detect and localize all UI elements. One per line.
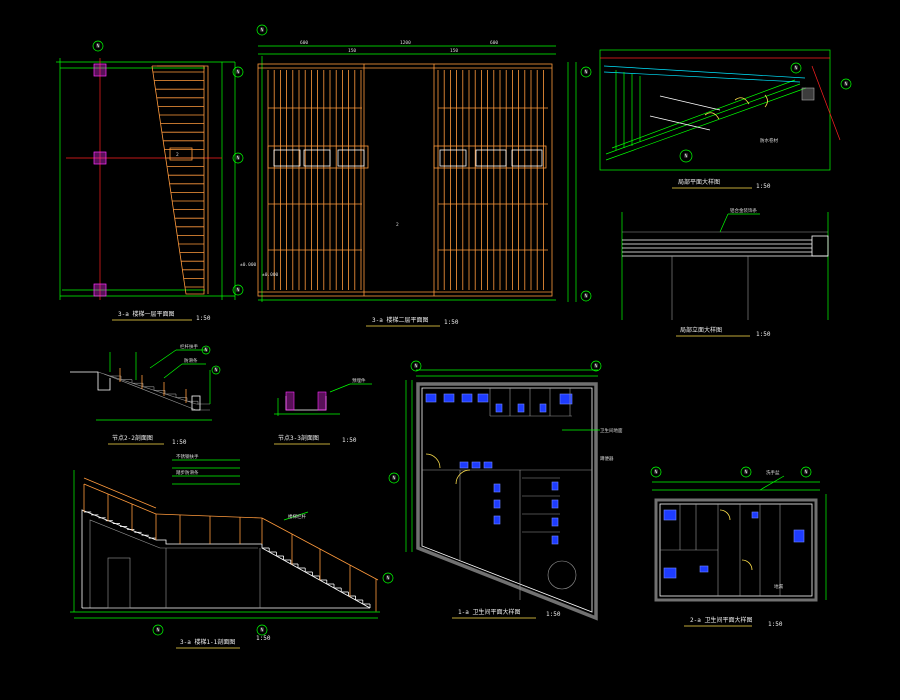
axis-bubble: N [794,66,797,72]
annotation: 踏步防滑条 [176,469,199,476]
axis-bubble: N [392,476,395,482]
wash-basin [483,461,493,469]
wash-basin [471,461,481,469]
drawing-title: 局部平面大样图 [678,178,720,186]
dimension-text: 600 [490,40,498,46]
annotation: 楼梯栏杆 [288,513,306,520]
axis-bubble: N [584,70,587,76]
axis-bubble: N [386,576,389,582]
drawing-title: 3-a 楼梯一层平面图 [118,310,174,318]
annotation: 防滑条 [184,357,198,364]
drawing-toilet-plan-1: 卫生间地面 蹲便器 N N N 1-a 卫生间平面大样图 1:50 [388,360,623,621]
annotation: 洗手盆 [766,469,780,476]
dimension-text: 1200 [400,40,411,46]
landing-label: 2 [176,152,179,158]
drawing-scale: 1:50 [546,611,561,618]
axis-bubble: N [156,628,159,634]
handrail [155,513,263,519]
axis-bubble: N [744,470,747,476]
landing-label: 2 [396,222,399,228]
axis-bubble: N [804,470,807,476]
drawing-scale: 1:50 [756,183,771,190]
drawing-scale: 1:50 [444,319,459,326]
axis-bubble: N [654,470,657,476]
wash-basin [517,403,525,413]
drawing-local-elevation: 铝合金装饰条 局部立面大样图 1:50 [621,207,829,338]
urinal-fixture [477,393,489,403]
annotation: 地漏 [774,583,783,590]
drawing-title: 节点3-3剖面图 [278,434,319,442]
level-label: ±0.000 [240,262,257,268]
dimension-text: 150 [450,48,458,54]
drawing-title: 1-a 卫生间平面大样图 [458,608,520,616]
drawing-section-2-2: 栏杆扶手 防滑条 N N 节点2-2剖面图 1:50 [70,343,221,446]
annotation: 防水卷材 [760,137,778,144]
urinal-fixture [443,393,455,403]
dimension-text: 600 [300,40,308,46]
toilet-fixture [551,499,559,509]
axis-bubble: N [204,348,207,354]
drawing-scale: 1:50 [342,437,357,444]
wash-basin [459,461,469,469]
drawing-title: 节点2-2剖面图 [112,434,153,442]
axis-bubble: N [594,364,597,370]
wash-basin [495,403,503,413]
drawing-title: 3-a 楼梯1-1剖面图 [180,638,235,646]
drawing-scale: 1:50 [768,621,783,628]
urinal-fixture [461,393,473,403]
axis-bubble: N [96,44,99,50]
drawing-scale: 1:50 [756,331,771,338]
axis-bubble: N [260,28,263,34]
wash-basin [751,511,759,519]
annotation: 卫生间地面 [600,427,623,434]
annotation: 不锈钢扶手 [176,453,199,460]
annotation: 栏杆扶手 [180,343,198,350]
drawing-toilet-plan-2: 洗手盆 地漏 N N N 2-a 卫生间平面大样图 1:50 [650,466,827,628]
axis-bubble: N [260,628,263,634]
axis-bubble: N [236,156,239,162]
annotation: 蹲便器 [600,455,614,462]
toilet-fixture [551,481,559,491]
axis-bubble: N [236,288,239,294]
drawing-stair-plan-2: 600 1200 600 150 150 2 ±0.000 N N N 3-a [256,24,592,327]
drawing-scale: 1:50 [172,439,187,446]
dimension-text: 150 [348,48,356,54]
sink-fixture [663,509,677,521]
drawing-stair-plan-1: 2 ±0.000 N N N N 3-a 楼梯一层平面图 1:50 [56,40,257,322]
toilet-fixture [551,517,559,527]
toilet-fixture [493,483,501,493]
drawing-title: 3-a 楼梯二层平面图 [372,316,428,324]
wash-basin [539,403,547,413]
axis-bubble: N [844,82,847,88]
drawing-scale: 1:50 [256,635,271,642]
drawing-scale: 1:50 [196,315,211,322]
annotation: 铝合金装饰条 [730,207,757,214]
drawing-title: 局部立面大样图 [680,326,722,334]
toilet-fixture [551,535,559,545]
wash-basin [699,565,709,573]
axis-bubble: N [684,154,687,160]
urinal-fixture [425,393,437,403]
drawing-section-1-1: 不锈钢扶手 踏步防滑条 楼梯栏杆 N N N 3-a 楼梯1-1剖面图 1:50 [70,453,394,649]
drawing-section-3-3: 预埋件 节点3-3剖面图 1:50 [274,377,372,445]
handrail [83,477,157,509]
drawing-local-plan-detail: 防水卷材 N N N 局部平面大样图 1:50 [599,49,852,190]
toilet-fixture [793,529,805,543]
level-label: ±0.000 [262,272,279,278]
drawing-title: 2-a 卫生间平面大样图 [690,616,752,624]
axis-bubble: N [214,368,217,374]
handrail [83,483,157,515]
annotation: 预埋件 [352,377,366,384]
sink-fixture [559,393,573,405]
toilet-fixture [663,567,677,579]
axis-bubble: N [584,294,587,300]
toilet-fixture [493,515,501,525]
axis-bubble: N [236,70,239,76]
axis-bubble: N [414,364,417,370]
toilet-fixture [493,499,501,509]
